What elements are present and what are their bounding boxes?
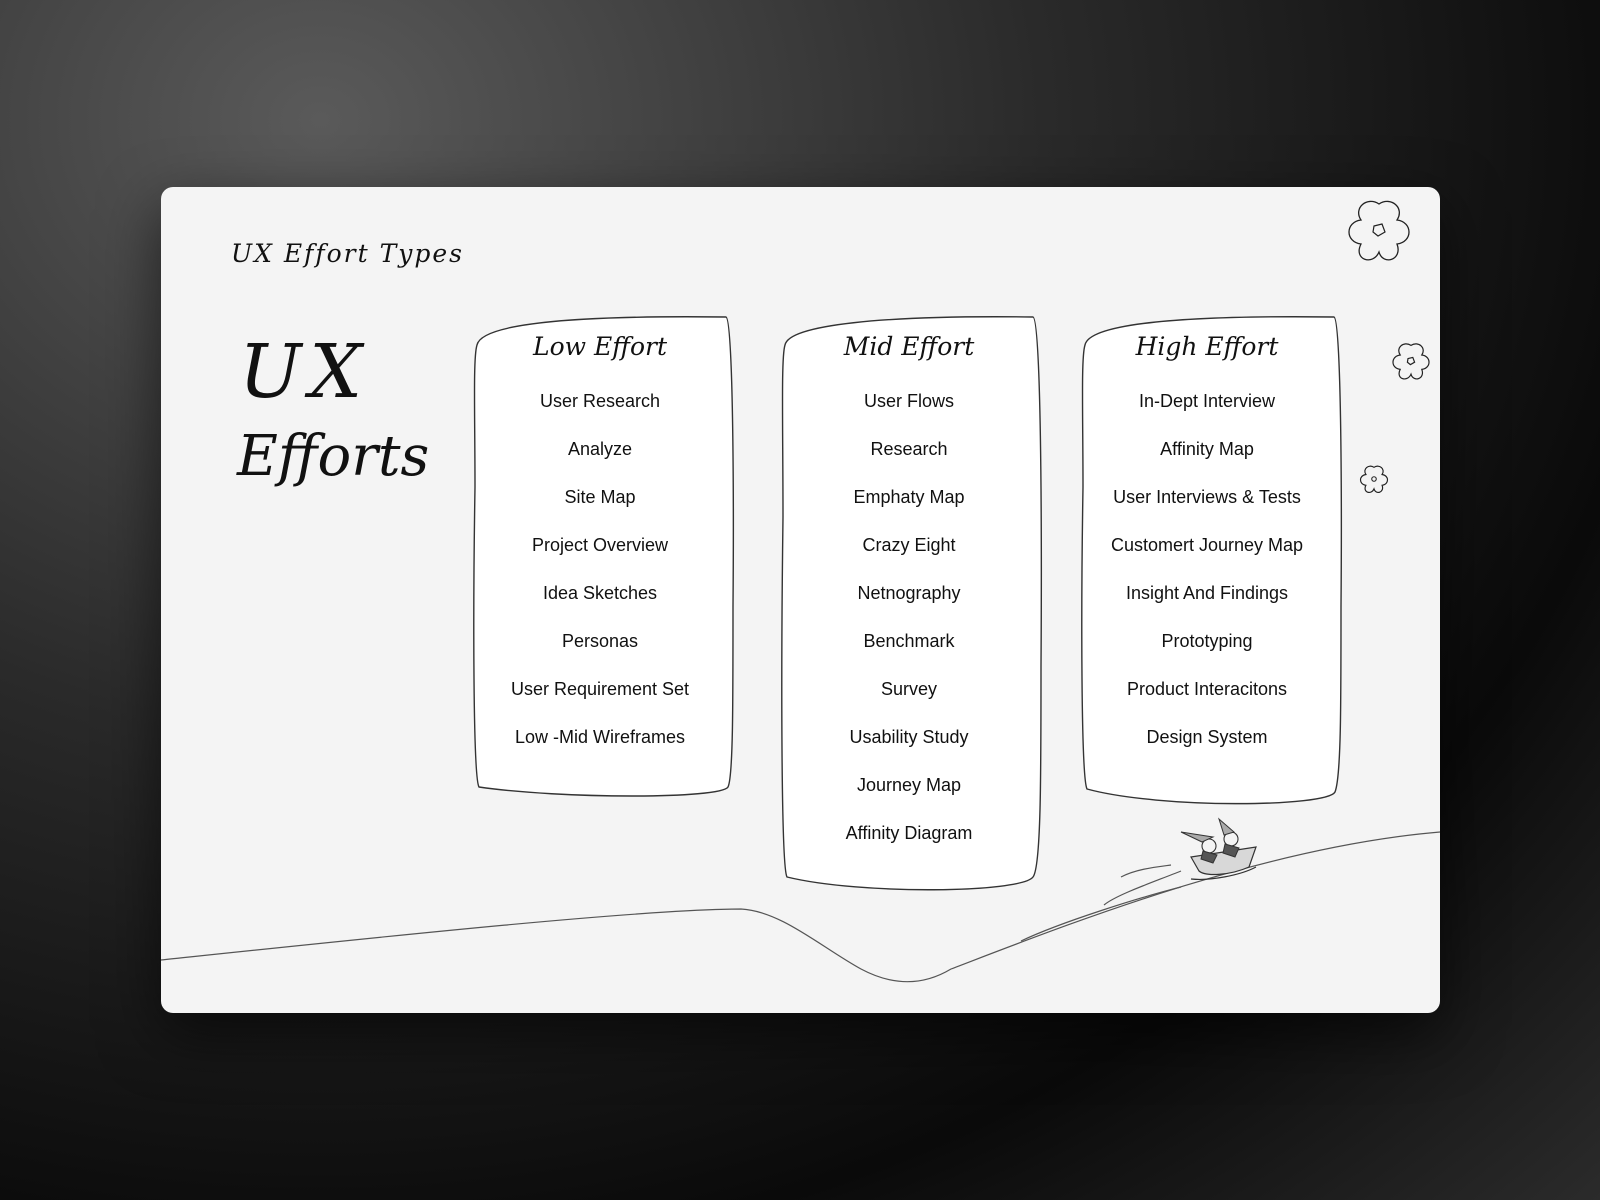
high-effort-heading: High Effort [1135,332,1279,361]
high-effort-list: In-Dept Interview Affinity Map User Inte… [1081,377,1333,761]
list-item: Prototyping [1161,631,1253,651]
ground-line [161,831,1440,983]
list-item: Idea Sketches [542,583,658,603]
mid-effort-column: Mid Effort User Flows Research Emphaty M… [783,317,1035,857]
slope-line [1020,886,1182,942]
high-effort-column: High Effort In-Dept Interview Affinity M… [1081,317,1333,761]
list-item: Customert Journey Map [1110,535,1304,555]
speed-line [1103,870,1182,906]
list-item: Benchmark [863,631,955,651]
low-effort-list: User Research Analyze Site Map Project O… [474,377,726,761]
mid-effort-list: User Flows Research Emphaty Map Crazy Ei… [783,377,1035,857]
list-item: Site Map [564,487,636,507]
list-item: Project Overview [531,535,669,555]
low-effort-heading: Low Effort [532,332,667,361]
low-effort-column: Low Effort User Research Analyze Site Ma… [474,317,726,761]
list-item: User Interviews & Tests [1113,487,1301,507]
list-item: Netnography [857,583,961,603]
list-item: Emphaty Map [853,487,965,507]
hero-title-line-1: UX [239,329,371,415]
background-sketch [161,200,1440,983]
list-item: Analyze [567,439,633,459]
list-item: Low -Mid Wireframes [514,727,686,747]
hero-title-line-2: Efforts [237,424,430,489]
list-item: Personas [561,631,639,651]
flower-icon [1359,465,1389,494]
mid-effort-panel [781,316,1043,891]
list-item: In-Dept Interview [1138,391,1276,411]
list-item: Crazy Eight [862,535,956,555]
list-item: User Research [539,391,661,411]
list-item: Product Interacitons [1126,679,1288,699]
list-item: Design System [1146,727,1268,747]
list-item: Insight And Findings [1125,583,1289,603]
list-item: User Requirement Set [510,679,690,699]
list-item: Affinity Diagram [845,823,973,843]
list-item: Research [870,439,948,459]
speed-line [1120,864,1172,878]
list-item: Affinity Map [1160,439,1254,459]
mid-effort-heading: Mid Effort [843,332,975,361]
list-item: Usability Study [849,727,969,747]
flower-icon [1348,200,1410,261]
high-effort-panel [1081,316,1343,805]
list-item: User Flows [863,391,954,411]
canvas-card: UX Effort Types UX Efforts Low Effort Us… [161,187,1440,1013]
page-title: UX Effort Types [231,239,464,268]
low-effort-panel [473,316,735,797]
list-item: Journey Map [856,775,962,795]
list-item: Survey [880,679,938,699]
sled-riders-icon [1180,817,1257,880]
flower-icon [1392,343,1430,380]
